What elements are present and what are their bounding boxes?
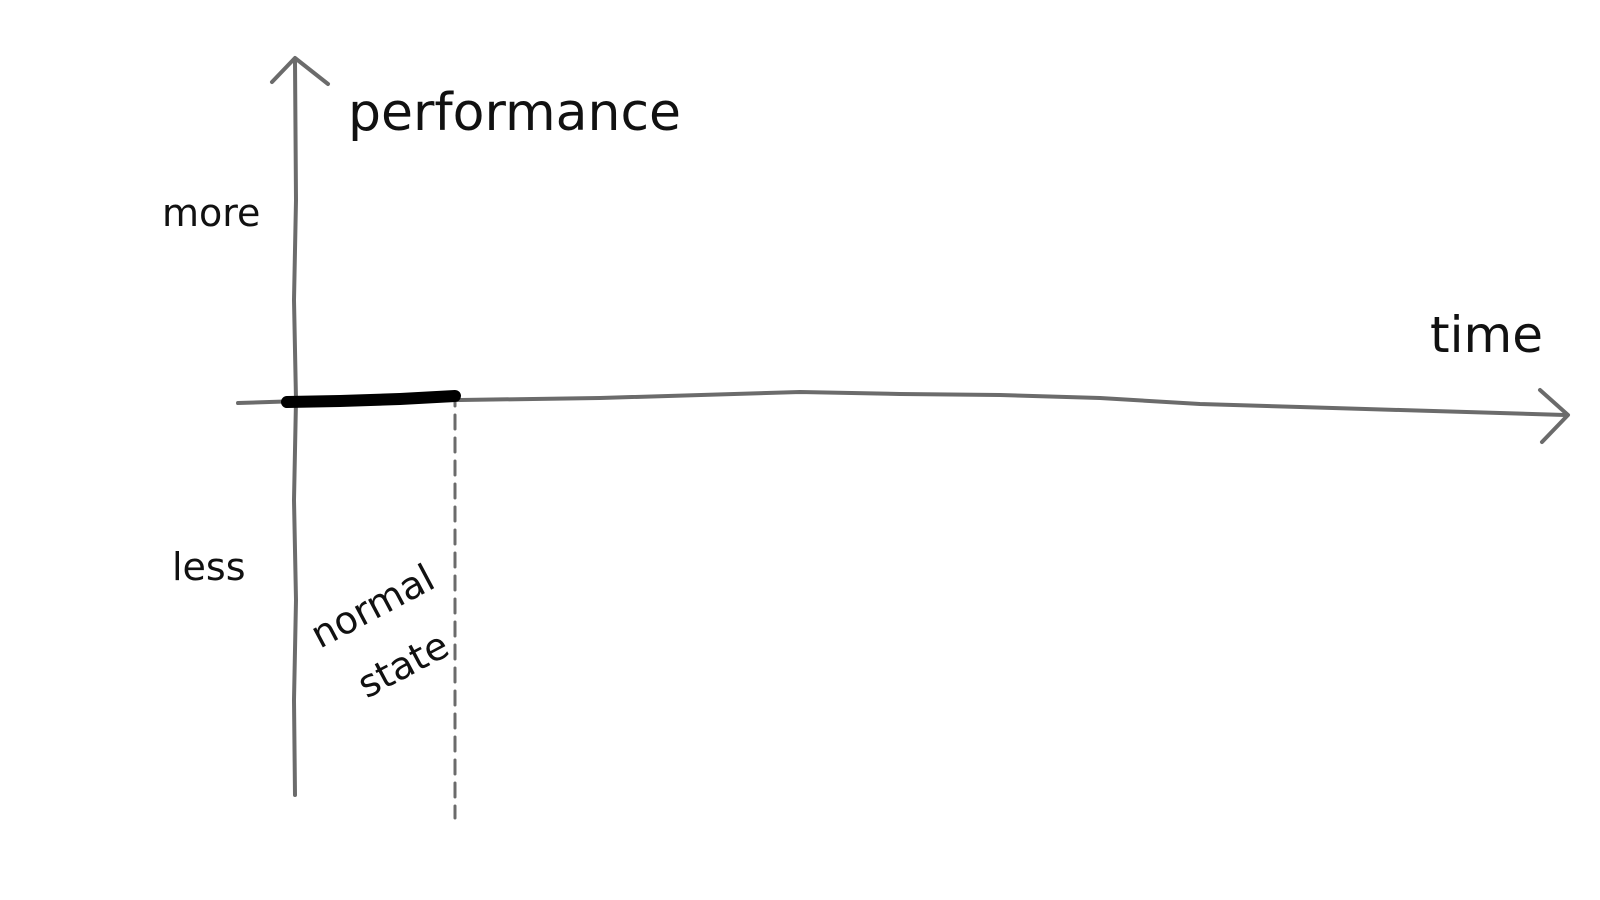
level-less-label: less [172,545,246,589]
x-axis-arrowhead [1538,388,1570,444]
y-axis-arrowhead [270,56,330,86]
normal-state-label-line2: state [350,623,456,707]
y-axis-label: performance [348,83,681,143]
y-axis-line [292,60,298,797]
normal-state-label-group: normal state [303,556,456,707]
level-more-label: more [162,191,260,235]
x-axis-line [236,390,1567,417]
x-axis-label: time [1430,306,1543,364]
normal-state-performance-segment [281,390,461,408]
